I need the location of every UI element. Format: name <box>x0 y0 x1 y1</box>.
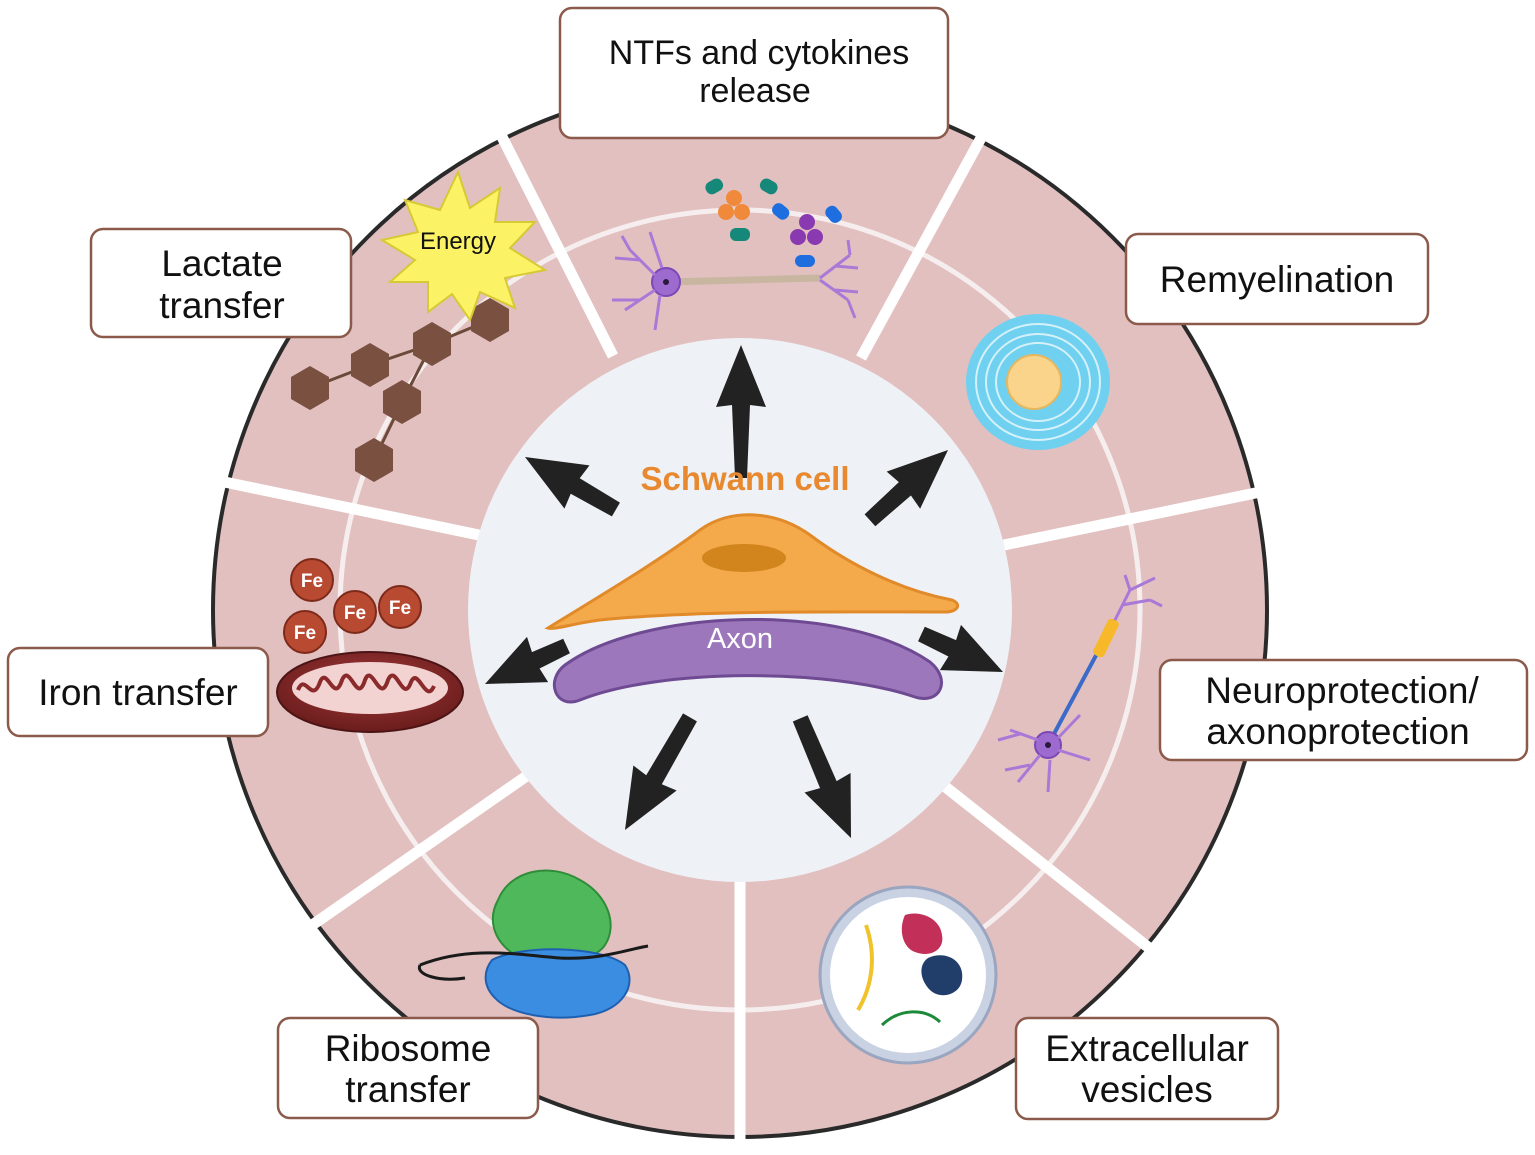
cytokine-molecules-icon <box>705 178 842 267</box>
fe-label-1: Fe <box>301 571 323 592</box>
function-labels: NTFs and cytokines release Remyelination… <box>6 6 1529 1121</box>
arrow-lower-left <box>625 713 697 830</box>
arrow-up <box>716 345 766 478</box>
schwann-cell-label: Schwann cell <box>640 460 849 497</box>
label-extracellular-vesicles: Extracellular vesicles <box>1014 1016 1280 1121</box>
lactate-line-1: Lactate <box>161 243 282 284</box>
axon-label: Axon <box>707 623 773 655</box>
label-lactate-transfer: Lactate transfer <box>89 227 353 339</box>
energy-burst-icon: Energy <box>379 169 548 323</box>
protected-neuron-icon <box>997 574 1163 793</box>
schwann-cell-shape <box>544 513 960 630</box>
label-iron-transfer: Iron transfer <box>6 646 270 738</box>
neuroprotection-line-2: axonoprotection <box>1206 711 1469 752</box>
label-neuroprotection: Neuroprotection/ axonoprotection <box>1158 658 1529 762</box>
arrow-upper-right <box>864 450 948 527</box>
fe-label-3: Fe <box>344 603 366 624</box>
label-ntfs-cytokines-release: NTFs and cytokines release <box>558 6 950 140</box>
ribosome-line-1: Ribosome <box>325 1028 492 1069</box>
fe-label-2: Fe <box>294 623 316 644</box>
ribosome-line-2: transfer <box>345 1069 470 1110</box>
extracellular-vesicle-icon <box>818 885 998 1065</box>
vesicles-line-1: Extracellular <box>1045 1028 1249 1069</box>
label-ribosome-transfer: Ribosome transfer <box>276 1016 540 1120</box>
remyelination-line-1: Remyelination <box>1160 259 1394 300</box>
iron-line-1: Iron transfer <box>38 672 237 713</box>
ntfs-line-2: release <box>699 72 811 110</box>
neuroprotection-line-1: Neuroprotection/ <box>1205 670 1479 711</box>
myelin-sheath-icon <box>966 314 1110 450</box>
arrows <box>485 345 1003 838</box>
ribosome-icon <box>417 869 649 1019</box>
lactate-molecule-icon <box>291 298 509 482</box>
vesicles-line-2: vesicles <box>1081 1069 1213 1110</box>
ntfs-line-1: NTFs and cytokines <box>609 34 909 72</box>
energy-label: Energy <box>420 228 496 255</box>
arrow-right <box>918 624 1003 672</box>
mitochondrion-icon <box>276 651 464 733</box>
arrow-lower-right <box>792 715 851 838</box>
fe-label-4: Fe <box>389 598 411 619</box>
arrow-left <box>485 636 570 684</box>
arrow-upper-left <box>525 457 620 517</box>
iron-particles-icon: Fe Fe Fe Fe <box>283 558 422 654</box>
neuron-icon <box>612 231 859 331</box>
sector-dividers <box>213 122 1272 1150</box>
label-remyelination: Remyelination <box>1124 232 1430 326</box>
axon-shape <box>552 617 943 704</box>
lactate-line-2: transfer <box>159 285 284 326</box>
